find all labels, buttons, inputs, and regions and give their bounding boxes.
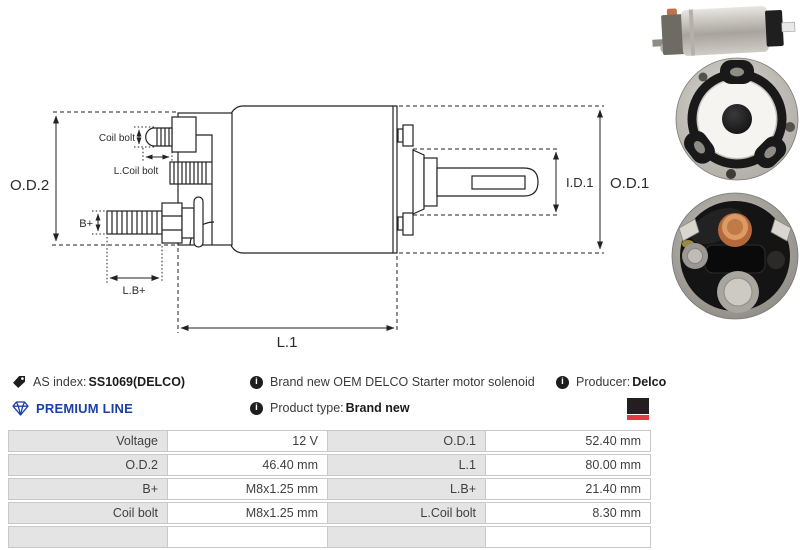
solenoid-side-photo <box>652 5 796 56</box>
b-plus-label: B+ <box>79 218 93 230</box>
premium-line-row: PREMIUM LINE <box>12 400 133 416</box>
spec-value: 8.30 mm <box>486 502 651 524</box>
spec-label <box>8 526 168 548</box>
premium-line-text: PREMIUM LINE <box>36 400 134 416</box>
id1-label: I.D.1 <box>566 175 593 190</box>
spec-label: L.Coil bolt <box>328 502 486 524</box>
spec-value: 52.40 mm <box>486 430 651 452</box>
l1-label: L.1 <box>277 334 298 351</box>
spec-label: B+ <box>8 478 168 500</box>
spec-value: 12 V <box>168 430 328 452</box>
spec-value: M8x1.25 mm <box>168 502 328 524</box>
info-icon: i <box>250 375 263 389</box>
dimension-labels: O.D.2 Coil bolt L.Coil bolt B+ L.B+ L.1 … <box>10 133 649 351</box>
logo-red-band <box>627 415 649 420</box>
dimension-lines <box>52 105 604 333</box>
producer-label: Producer: <box>576 375 631 389</box>
spec-label: Voltage <box>8 430 168 452</box>
spec-row: Voltage 12 V O.D.1 52.40 mm <box>8 430 651 452</box>
as-index-row: AS index:SS1069(DELCO) <box>12 374 185 390</box>
l-coil-bolt-label: L.Coil bolt <box>114 166 159 177</box>
spec-label: L.1 <box>328 454 486 476</box>
spec-label: O.D.1 <box>328 430 486 452</box>
spec-row: B+ M8x1.25 mm L.B+ 21.40 mm <box>8 478 651 500</box>
black-red-flag-logo <box>627 398 649 420</box>
spec-value: M8x1.25 mm <box>168 478 328 500</box>
od1-label: O.D.1 <box>610 175 649 192</box>
spec-value <box>168 526 328 548</box>
solenoid-drawing <box>106 105 539 254</box>
spec-value: 21.40 mm <box>486 478 651 500</box>
product-type-label: Product type: <box>270 401 344 415</box>
spec-row: Coil bolt M8x1.25 mm L.Coil bolt 8.30 mm <box>8 502 651 524</box>
spec-value: 80.00 mm <box>486 454 651 476</box>
technical-diagram: O.D.2 Coil bolt L.Coil bolt B+ L.B+ L.1 … <box>10 105 649 351</box>
product-type-value: Brand new <box>345 401 410 415</box>
spec-value: 46.40 mm <box>168 454 328 476</box>
description-row: i Brand new OEM DELCO Starter motor sole… <box>250 374 535 390</box>
producer-value: Delco <box>632 375 667 389</box>
spec-label <box>328 526 486 548</box>
solenoid-terminal-end-photo <box>671 192 799 320</box>
l-b-plus-label: L.B+ <box>123 285 146 297</box>
coil-bolt-label: Coil bolt <box>99 133 135 144</box>
info-icon: i <box>556 375 569 389</box>
od2-label: O.D.2 <box>10 177 49 194</box>
as-index-label: AS index: <box>33 375 87 389</box>
as-index-value: SS1069(DELCO) <box>88 375 186 389</box>
product-type-row: i Product type:Brand new <box>250 400 410 416</box>
spec-label: L.B+ <box>328 478 486 500</box>
product-photos <box>652 5 799 320</box>
spec-table: Voltage 12 V O.D.1 52.40 mm O.D.2 46.40 … <box>8 430 651 550</box>
logo-black-band <box>627 398 649 414</box>
info-icon: i <box>250 401 263 415</box>
description-text: Brand new OEM DELCO Starter motor soleno… <box>270 375 535 389</box>
product-datasheet: { "diagram": { "labels": { "od2": "O.D.2… <box>8 5 799 548</box>
solenoid-cap-gasket-photo <box>675 57 799 181</box>
tag-icon <box>13 376 25 388</box>
spec-label: Coil bolt <box>8 502 168 524</box>
spec-row: O.D.2 46.40 mm L.1 80.00 mm <box>8 454 651 476</box>
spec-row-partial <box>8 526 651 548</box>
producer-row: i Producer:Delco <box>556 374 666 390</box>
spec-value <box>486 526 651 548</box>
diamond-icon <box>12 400 29 416</box>
spec-label: O.D.2 <box>8 454 168 476</box>
